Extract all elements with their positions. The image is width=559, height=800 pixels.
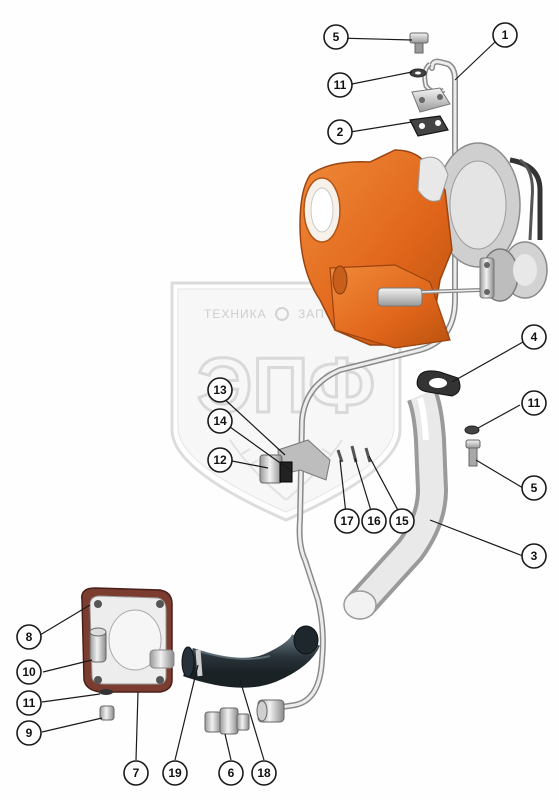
top-bolt	[409, 32, 429, 54]
callout-11a: 11	[327, 72, 353, 98]
callout-13: 13	[207, 377, 233, 403]
svg-text:11: 11	[23, 696, 36, 710]
svg-text:3: 3	[531, 549, 538, 563]
svg-text:17: 17	[340, 514, 354, 528]
svg-text:7: 7	[133, 766, 140, 780]
callout-16: 16	[361, 508, 387, 534]
oil-pipe	[272, 58, 458, 711]
rubber-hose	[181, 625, 320, 688]
callout-8: 8	[16, 624, 42, 650]
pipe-nut	[256, 699, 285, 723]
callout-10: 10	[16, 659, 42, 685]
drain-flange-bolt	[464, 425, 481, 467]
svg-text:13: 13	[213, 383, 227, 397]
callout-2: 2	[327, 119, 353, 145]
top-gasket	[409, 115, 449, 137]
svg-text:6: 6	[228, 766, 235, 780]
svg-text:1: 1	[502, 28, 509, 42]
callout-11c: 11	[16, 690, 42, 716]
drain-gasket	[416, 370, 461, 397]
svg-text:18: 18	[257, 766, 271, 780]
callout-5a: 5	[323, 24, 349, 50]
callout-9: 9	[16, 720, 42, 746]
drain-pipe	[343, 389, 449, 620]
callouts: 1 2 3 4 5 5 6 7 8 9 10 11 11 11 12 13 14…	[16, 22, 547, 786]
watermark-brand-left: ТЕХНИКА	[204, 307, 267, 321]
top-washer	[409, 68, 427, 78]
callout-19: 19	[162, 760, 188, 786]
svg-text:4: 4	[531, 330, 538, 344]
svg-text:15: 15	[395, 514, 409, 528]
svg-text:11: 11	[334, 78, 347, 92]
svg-text:19: 19	[168, 766, 182, 780]
turbocharger	[299, 142, 548, 349]
svg-text:5: 5	[333, 30, 340, 44]
svg-text:12: 12	[213, 453, 227, 467]
callout-17: 17	[334, 508, 360, 534]
callout-1: 1	[492, 22, 518, 48]
callout-4: 4	[521, 324, 547, 350]
svg-text:11: 11	[528, 396, 541, 410]
svg-text:8: 8	[26, 630, 33, 644]
callout-6: 6	[218, 760, 244, 786]
oil-filter-housing	[81, 587, 175, 721]
callout-12: 12	[207, 447, 233, 473]
svg-text:10: 10	[22, 665, 36, 679]
svg-text:16: 16	[367, 514, 381, 528]
callout-3: 3	[521, 543, 547, 569]
svg-text:9: 9	[26, 726, 33, 740]
callout-18: 18	[251, 760, 277, 786]
leader-lines	[39, 37, 524, 761]
union-fitting	[204, 707, 250, 735]
callout-15: 15	[389, 508, 415, 534]
pipe-clamp	[259, 439, 331, 484]
svg-text:5: 5	[531, 481, 538, 495]
callout-5b: 5	[521, 475, 547, 501]
callout-7: 7	[123, 760, 149, 786]
callout-11b: 11	[521, 390, 547, 416]
gear-icon	[275, 307, 289, 321]
callout-14: 14	[207, 408, 233, 434]
svg-text:14: 14	[213, 414, 227, 428]
svg-text:2: 2	[337, 125, 344, 139]
